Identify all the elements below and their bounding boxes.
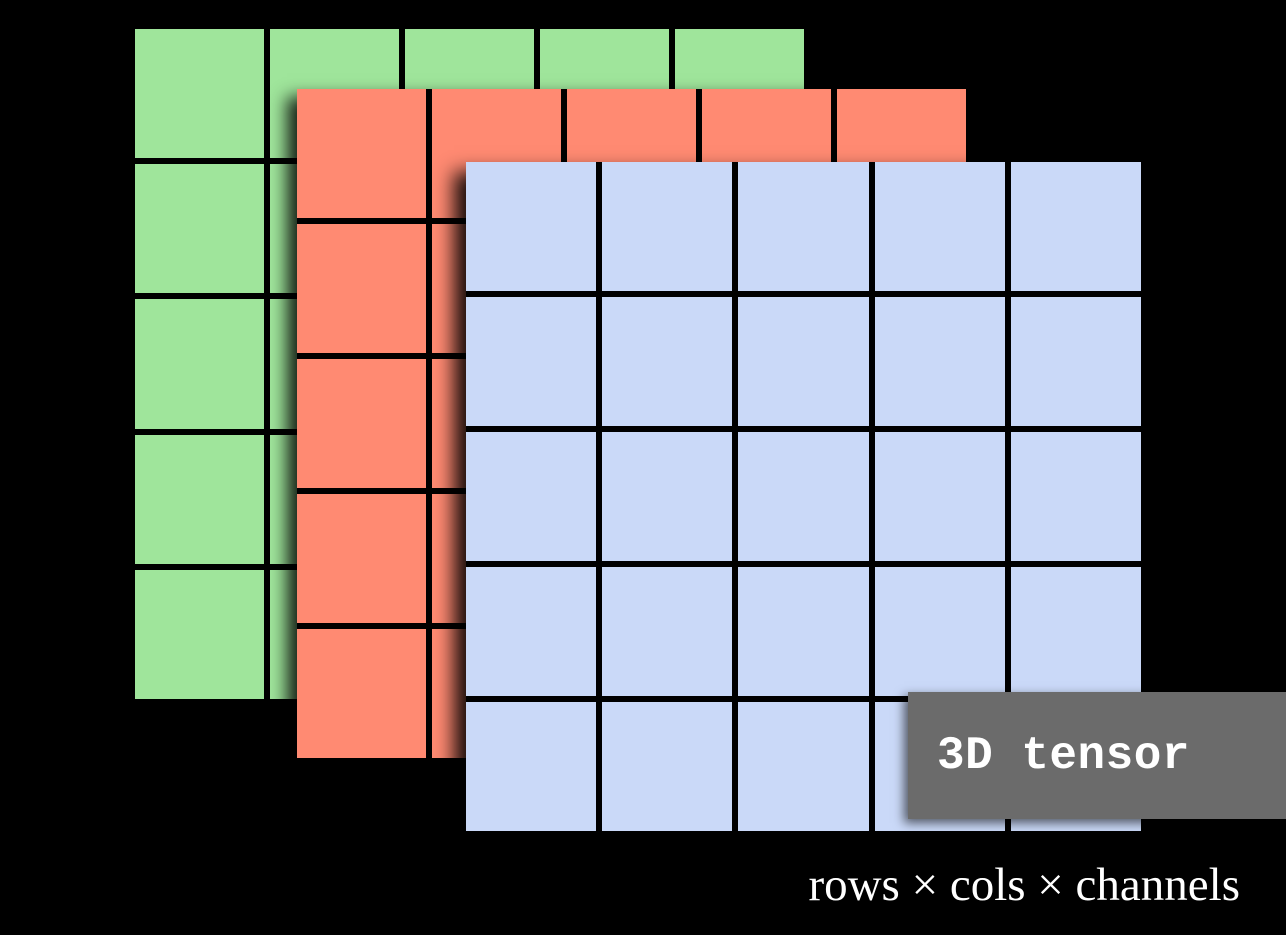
tensor-cell-blue — [602, 297, 733, 426]
tensor-cell-green — [135, 29, 264, 159]
tensor-cell-blue — [738, 162, 869, 291]
tensor-cell-green — [135, 569, 264, 699]
tensor-cell-blue — [738, 567, 869, 696]
tensor-cell-red — [297, 89, 426, 218]
tensor-cell-blue — [466, 162, 597, 291]
tensor-cell-blue — [602, 162, 733, 291]
tensor-cell-blue — [1010, 567, 1141, 696]
tensor-cell-blue — [874, 432, 1005, 561]
tensor-cell-blue — [1010, 162, 1141, 291]
tensor-cell-blue — [1010, 432, 1141, 561]
dimensions-caption: rows × cols × channels — [808, 859, 1240, 911]
tensor-cell-green — [135, 434, 264, 564]
tensor-cell-red — [297, 359, 426, 488]
tensor-cell-blue — [1010, 297, 1141, 426]
tensor-cell-blue — [874, 567, 1005, 696]
tensor-label-text: 3D tensor — [937, 729, 1190, 782]
tensor-cell-blue — [738, 297, 869, 426]
tensor-cell-red — [297, 494, 426, 623]
tensor-cell-blue — [466, 567, 597, 696]
tensor-label-box: 3D tensor — [908, 692, 1286, 819]
tensor-cell-red — [297, 629, 426, 758]
tensor-cell-blue — [602, 567, 733, 696]
tensor-layer-blue — [466, 162, 1141, 831]
tensor-cell-blue — [466, 432, 597, 561]
tensor-cell-blue — [466, 702, 597, 831]
tensor-cell-green — [135, 164, 264, 294]
tensor-cell-blue — [874, 162, 1005, 291]
tensor-cell-red — [297, 224, 426, 353]
tensor-cell-blue — [738, 432, 869, 561]
tensor-cell-blue — [738, 702, 869, 831]
tensor-cell-blue — [874, 297, 1005, 426]
tensor-cell-blue — [466, 297, 597, 426]
tensor-cell-blue — [602, 432, 733, 561]
tensor-cell-green — [135, 299, 264, 429]
tensor-cell-blue — [602, 702, 733, 831]
